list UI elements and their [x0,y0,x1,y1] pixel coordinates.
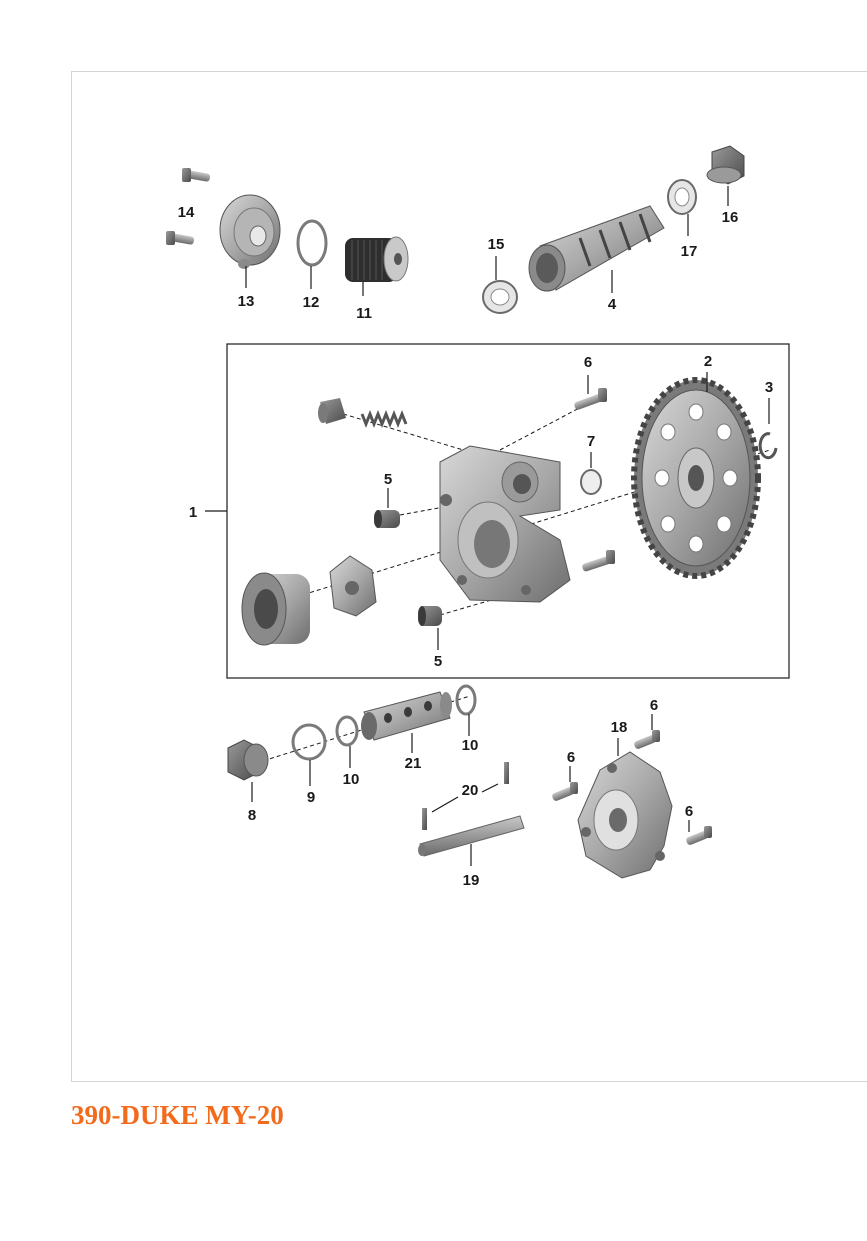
relief-valve [318,398,408,429]
callout-21: 21 [405,755,422,772]
callout-12: 12 [303,294,320,311]
washer-10-right [455,684,477,716]
callout-19: 19 [463,872,480,889]
bolt-6-cover-top [634,730,660,749]
callout-6-cover-right: 6 [685,803,693,820]
oil-screen-4 [528,205,665,292]
callout-6-upper: 6 [584,354,592,371]
callout-20: 20 [462,782,479,799]
callout-7: 7 [587,433,595,450]
callout-17: 17 [681,243,698,260]
callout-2: 2 [704,353,712,370]
outer-rotor [241,572,310,646]
callout-9: 9 [307,789,315,806]
washer-10-left [335,715,359,747]
callout-13: 13 [238,293,255,310]
callout-1: 1 [189,504,197,521]
valve-21 [361,691,452,741]
dowel-5-upper [374,510,400,528]
pump-cover-18 [577,751,673,879]
callout-16: 16 [722,209,739,226]
pump-gear-2 [631,377,761,579]
bolt-6-cover-right [686,826,712,845]
callout-5-lower: 5 [434,653,442,670]
bolt-6-cover-left [552,782,578,801]
model-title: 390-DUKE MY-20 [71,1100,284,1130]
callout-10-left: 10 [343,771,360,788]
pump-housing [439,445,571,603]
circlip-3 [758,432,778,460]
callout-8: 8 [248,807,256,824]
inner-rotor [329,555,377,617]
callout-10-right: 10 [462,737,479,754]
washer-9 [291,723,327,761]
callout-14: 14 [178,204,195,221]
shaft-19 [418,815,525,857]
callout-4: 4 [608,296,617,313]
callout-6-cover-top: 6 [650,697,658,714]
oil-filter-11 [345,236,409,282]
callout-15: 15 [488,236,505,253]
bolt-6-upper [574,388,607,410]
plug-8 [227,739,269,781]
callout-5-upper: 5 [384,471,392,488]
callout-6-cover-left: 6 [567,749,575,766]
dowel-5-lower [418,606,442,626]
callout-18: 18 [611,719,628,736]
o-ring-12 [296,219,328,267]
drain-plug-16 [706,145,745,185]
callout-11: 11 [356,305,372,322]
diagram-frame [71,71,867,1082]
oil-filter-cover-13 [219,194,281,269]
bolt-6-lower [582,550,615,572]
callout-3: 3 [765,379,773,396]
ring-7 [580,469,602,495]
pin-20-right [504,762,509,784]
pin-20-left [422,808,427,830]
bolt-14 [166,168,211,245]
